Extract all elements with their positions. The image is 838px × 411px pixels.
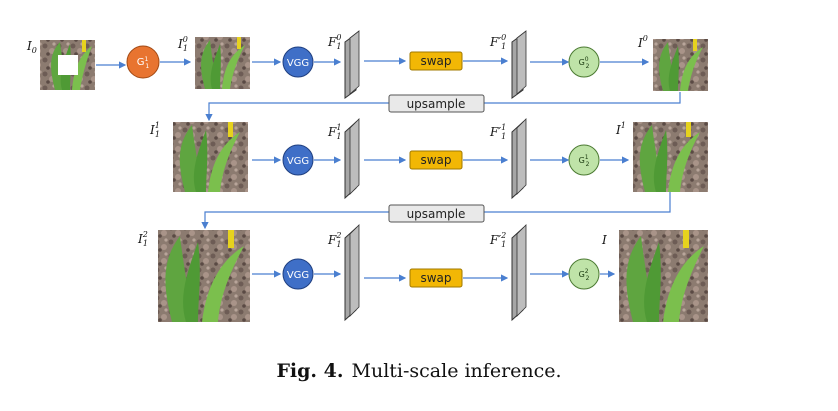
svg-text:G12: G12 xyxy=(579,154,590,168)
svg-text:VGG: VGG xyxy=(287,58,309,69)
svg-text:swap: swap xyxy=(420,271,451,285)
upsample-connector-1: upsample xyxy=(205,92,681,122)
svg-text:VGG: VGG xyxy=(287,156,309,167)
vgg-node: VGG xyxy=(282,144,314,176)
scale-0-output-label: I0 xyxy=(637,34,648,50)
scale-1-output-image xyxy=(633,122,708,192)
feature-map xyxy=(344,224,360,322)
vgg-node: VGG xyxy=(282,258,314,290)
scale-2-input-image xyxy=(158,230,250,322)
swapped-feature-map xyxy=(511,30,527,99)
svg-text:G22: G22 xyxy=(579,268,590,282)
svg-text:swap: swap xyxy=(420,54,451,68)
mask-hole xyxy=(58,55,78,75)
final-output-image xyxy=(619,230,708,322)
caption-prefix: Fig. 4. xyxy=(276,360,344,382)
svg-text:swap: swap xyxy=(420,153,451,167)
swap-box: swap xyxy=(409,150,463,170)
swap-box: swap xyxy=(409,51,463,71)
scale-1-input-image xyxy=(173,122,248,192)
svg-text:VGG: VGG xyxy=(287,270,309,281)
swapped-feature-map xyxy=(511,224,527,322)
vgg-node: VGG xyxy=(282,46,314,78)
input-image-masked xyxy=(40,40,95,90)
feature-map xyxy=(344,118,360,200)
scale-1-output-label: I1 xyxy=(615,121,626,137)
caption-text: Multi-scale inference. xyxy=(351,360,562,382)
final-output-label: I xyxy=(601,233,607,247)
scale-0-output-image xyxy=(653,39,708,91)
input-label: I0 xyxy=(26,39,37,55)
upsample-label: upsample xyxy=(407,207,466,221)
upsample-label: upsample xyxy=(407,97,466,111)
swapped-feature-map xyxy=(511,118,527,200)
svg-text:G11: G11 xyxy=(137,56,150,70)
coarse-output-image xyxy=(195,37,250,89)
feature-map xyxy=(344,30,360,99)
figure-caption: Fig. 4. Multi-scale inference. xyxy=(0,360,838,382)
upsample-connector-2: upsample xyxy=(201,192,671,230)
swap-box: swap xyxy=(409,268,463,288)
svg-text:G02: G02 xyxy=(579,56,590,70)
